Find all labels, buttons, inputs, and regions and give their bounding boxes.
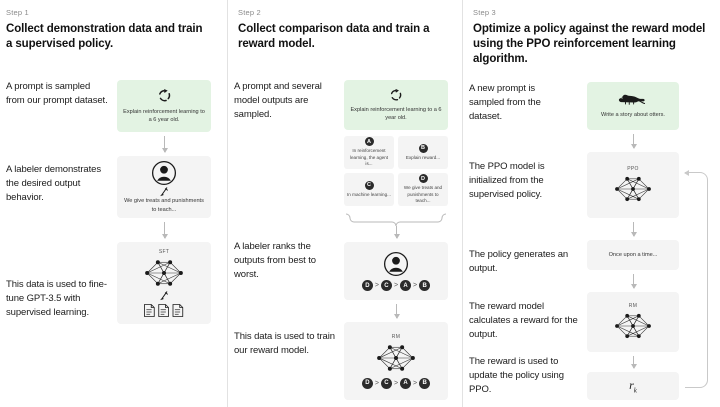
step-3-prompt-node[interactable]: Write a story about otters. xyxy=(587,82,679,130)
step-3-caption-5: The reward is used to update the policy … xyxy=(469,356,564,395)
step-2-rm-node[interactable]: RM D > xyxy=(344,322,448,400)
rank-badge: D xyxy=(361,280,373,291)
otter-icon xyxy=(618,92,648,106)
output-letter: B xyxy=(418,143,428,153)
output-letter: D xyxy=(418,174,428,184)
rank-badge: C xyxy=(380,377,392,389)
step-1-caption-3: This data is used to fine-tune GPT-3.5 w… xyxy=(6,279,107,318)
step-2-prompt-node[interactable]: Explain reinforcement learning to a 6 ye… xyxy=(344,80,448,130)
step-2-labeler-node[interactable]: D > C > A > B xyxy=(344,242,448,300)
neural-net-icon xyxy=(141,256,187,290)
step-3-ppo-node[interactable]: PPO xyxy=(587,152,679,218)
output-card-c[interactable]: C In machine learning... xyxy=(344,173,394,206)
output-letter: C xyxy=(364,180,374,190)
rank-separator: > xyxy=(413,282,418,289)
output-text: Explain reward... xyxy=(405,154,441,160)
step-3-rm-tag: RM xyxy=(628,302,638,309)
step-3-prompt-text: Write a story about otters. xyxy=(601,112,665,119)
step-3-caption-1: A new prompt is sampled from the dataset… xyxy=(469,83,541,122)
step-1-title: Collect demonstration data and train a s… xyxy=(6,23,203,51)
rank-badge: C xyxy=(380,280,392,291)
rank-badge: A xyxy=(400,377,412,389)
step-1-caption-2: A labeler demonstrates the desired outpu… xyxy=(6,164,101,203)
output-card-d[interactable]: D We give treats and punishments to teac… xyxy=(398,173,448,206)
pencil-icon xyxy=(159,290,170,301)
step-2-brace xyxy=(344,212,448,226)
step-1-sft-tag: SFT xyxy=(158,248,170,255)
step-2-rm-tag: RM xyxy=(391,333,401,340)
step-1-labeler-text: We give treats and punishments to teach.… xyxy=(124,198,204,213)
neural-net-icon xyxy=(611,310,655,342)
step-2-label: Step 2 xyxy=(238,8,261,17)
ppo-feedback-loop xyxy=(684,169,708,388)
output-card-b[interactable]: B Explain reward... xyxy=(398,136,448,169)
step-3-caption-4: The reward model calculates a reward for… xyxy=(469,301,578,340)
rank-separator: > xyxy=(393,379,399,387)
rank-separator: > xyxy=(374,379,379,387)
documents-icon xyxy=(143,303,185,318)
output-card-a[interactable]: A In reinforcement learning, the agent i… xyxy=(344,136,394,169)
rank-separator: > xyxy=(393,282,399,289)
pencil-icon xyxy=(159,186,170,197)
rank-badge: B xyxy=(419,377,431,389)
step-1-sft-node[interactable]: SFT xyxy=(117,242,211,324)
step-3-column: Step 3 Optimize a policy against the rew… xyxy=(462,0,720,407)
labeler-icon xyxy=(383,251,409,277)
step-1-prompt-node[interactable]: Explain reinforcement learning to a 6 ye… xyxy=(117,80,211,132)
output-letter: A xyxy=(364,137,374,147)
step-1-caption-1: A prompt is sampled from our prompt data… xyxy=(6,81,108,106)
rank-badge: A xyxy=(400,280,412,291)
step-2-prompt-text: Explain reinforcement learning to a 6 ye… xyxy=(350,106,442,121)
step-2-output-cards: A In reinforcement learning, the agent i… xyxy=(344,136,448,206)
rank-separator: > xyxy=(413,379,418,387)
step-1-column: Step 1 Collect demonstration data and tr… xyxy=(0,0,227,407)
output-text: We give treats and punishments to teach.… xyxy=(403,185,443,204)
step-3-title: Optimize a policy against the reward mod… xyxy=(473,23,706,66)
step-2-caption-1: A prompt and several model outputs are s… xyxy=(234,81,322,120)
step-1-label: Step 1 xyxy=(6,8,29,17)
step-2-column: Step 2 Collect comparison data and train… xyxy=(227,0,462,407)
step-1-arrow-2 xyxy=(161,222,168,239)
step-3-caption-2: The PPO model is initialized from the su… xyxy=(469,161,545,200)
step-3-arrow-4 xyxy=(630,356,637,369)
step-3-output-text: Once upon a time... xyxy=(608,251,658,258)
step-3-arrow-1 xyxy=(630,134,637,149)
step-3-arrow-3 xyxy=(630,274,637,289)
rank-separator: > xyxy=(374,282,379,289)
step-1-prompt-text: Explain reinforcement learning to a 6 ye… xyxy=(123,108,205,123)
rank-badge: D xyxy=(361,377,373,389)
step-3-caption-3: The policy generates an output. xyxy=(469,249,569,274)
step-2-arrow-1 xyxy=(393,226,400,239)
step-1-arrow-1 xyxy=(161,136,168,153)
loop-icon xyxy=(157,88,172,103)
step-3-reward-node[interactable]: rk xyxy=(587,372,679,400)
step-3-ppo-tag: PPO xyxy=(627,165,639,172)
step-2-caption-2: A labeler ranks the outputs from best to… xyxy=(234,241,316,280)
output-text: In machine learning... xyxy=(347,191,391,197)
step-3-arrow-2 xyxy=(630,222,637,237)
step-3-label: Step 3 xyxy=(473,8,496,17)
step-2-ranking: D > C > A > B xyxy=(361,280,431,291)
loop-icon xyxy=(389,88,403,102)
step-3-rm-node[interactable]: RM xyxy=(587,292,679,352)
step-2-caption-3: This data is used to train our reward mo… xyxy=(234,331,335,356)
neural-net-icon xyxy=(611,173,655,205)
reward-formula: rk xyxy=(629,377,637,395)
neural-net-icon xyxy=(373,341,419,375)
step-2-title: Collect comparison data and train a rewa… xyxy=(238,23,430,51)
labeler-icon xyxy=(151,160,177,186)
step-2-rm-ranking: D > C > A > B xyxy=(361,377,431,389)
step-3-output-node[interactable]: Once upon a time... xyxy=(587,240,679,270)
step-2-arrow-2 xyxy=(393,304,400,319)
step-1-labeler-node[interactable]: We give treats and punishments to teach.… xyxy=(117,156,211,218)
output-text: In reinforcement learning, the agent is.… xyxy=(349,148,389,167)
rank-badge: B xyxy=(419,280,431,291)
